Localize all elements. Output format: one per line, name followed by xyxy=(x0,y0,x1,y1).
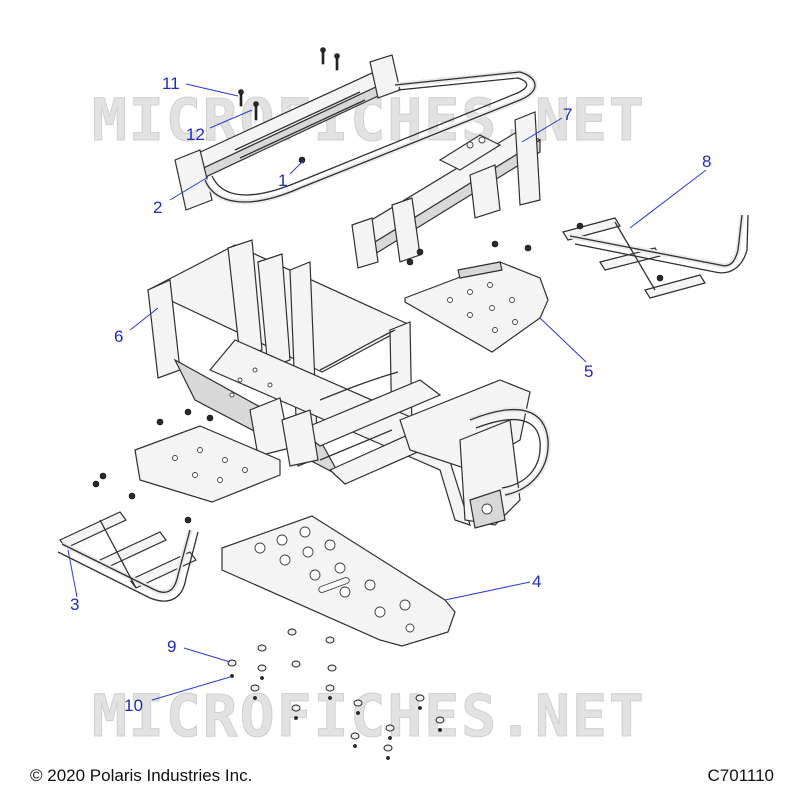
part-rear-mount-frame-8 xyxy=(562,214,749,299)
callout-9: 9 xyxy=(167,637,176,656)
callout-numbers: 1 2 3 4 5 6 7 8 9 10 11 12 xyxy=(70,74,711,715)
leader-6 xyxy=(129,307,159,331)
callout-7: 7 xyxy=(563,105,572,124)
leader-1 xyxy=(289,159,305,175)
part-front-frame-section xyxy=(399,379,551,529)
callout-10: 10 xyxy=(124,696,143,715)
callout-6: 6 xyxy=(114,327,123,346)
callout-5: 5 xyxy=(584,362,593,381)
part-front-mount-frame-3 xyxy=(57,511,199,602)
watermark-bottom: MICROFICHES.NET xyxy=(92,682,646,750)
leader-5 xyxy=(539,317,587,363)
leader-10 xyxy=(151,676,231,701)
callout-4: 4 xyxy=(532,572,541,591)
part-rear-floor-panel-5 xyxy=(404,261,549,353)
part-upper-rail-2 xyxy=(174,54,538,211)
callout-11: 11 xyxy=(162,74,180,93)
copyright-notice: © 2020 Polaris Industries Inc. xyxy=(30,766,253,785)
figure-code: C701110 xyxy=(707,766,774,785)
callout-12: 12 xyxy=(186,125,205,144)
leader-3 xyxy=(67,549,78,598)
fasteners-11-12 xyxy=(238,47,340,121)
leader-8 xyxy=(629,169,707,229)
part-skid-plate-4 xyxy=(221,515,456,647)
mounting-fasteners xyxy=(92,222,664,524)
fastener-1 xyxy=(298,156,306,164)
part-main-frame-6 xyxy=(146,239,471,526)
leader-11 xyxy=(185,83,239,97)
part-rear-crossframe-7 xyxy=(351,111,542,269)
callout-1: 1 xyxy=(278,171,287,190)
leader-4 xyxy=(444,581,531,601)
callout-2: 2 xyxy=(153,198,162,217)
callout-8: 8 xyxy=(702,152,711,171)
leader-2 xyxy=(169,176,209,201)
leader-12 xyxy=(209,109,253,129)
leader-9 xyxy=(183,647,231,663)
callout-3: 3 xyxy=(70,595,79,614)
leader-7 xyxy=(521,117,563,143)
leader-lines xyxy=(67,83,707,701)
part-front-floor-panel xyxy=(134,425,281,503)
